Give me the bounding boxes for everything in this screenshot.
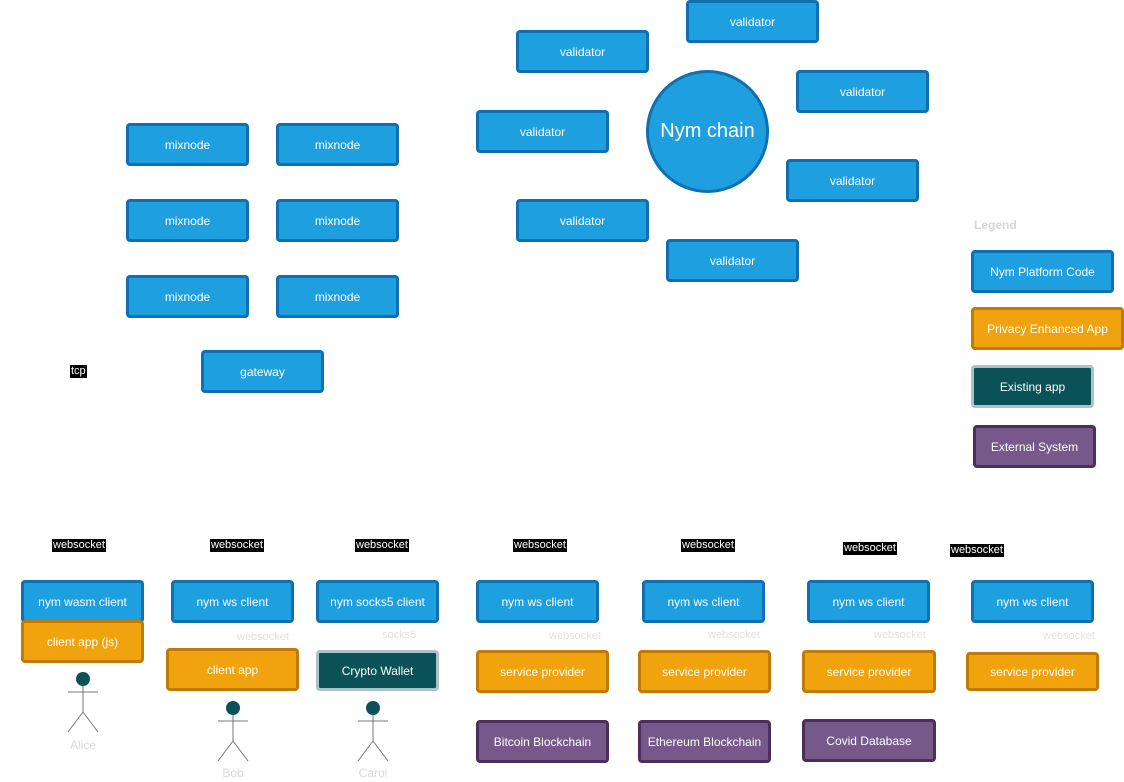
nym-wasm-client[interactable]: nym wasm client — [21, 580, 144, 623]
legend-privacy-enhanced-app: Privacy Enhanced App — [971, 307, 1124, 350]
websocket-label: websocket — [843, 542, 897, 555]
nym-socks5-client[interactable]: nym socks5 client — [316, 580, 439, 623]
validator-box[interactable]: validator — [686, 0, 819, 43]
crypto-wallet[interactable]: Crypto Wallet — [316, 650, 439, 691]
mixnode-box[interactable]: mixnode — [126, 123, 249, 166]
websocket-label: websocket — [52, 539, 106, 552]
websocket-inner-label: websocket — [549, 630, 601, 642]
actor-name-bob: Bob — [222, 766, 244, 780]
service-provider[interactable]: service provider — [476, 650, 609, 693]
client-app-js[interactable]: client app (js) — [21, 620, 144, 663]
mixnode-box[interactable]: mixnode — [126, 275, 249, 318]
websocket-label: websocket — [210, 539, 264, 552]
covid-database[interactable]: Covid Database — [802, 719, 936, 762]
mixnode-box[interactable]: mixnode — [276, 199, 399, 242]
client-app[interactable]: client app — [166, 648, 299, 691]
service-provider[interactable]: service provider — [638, 650, 771, 693]
legend-external-system: External System — [973, 425, 1096, 468]
websocket-inner-label: websocket — [874, 629, 926, 641]
nym-ws-client[interactable]: nym ws client — [476, 580, 599, 623]
nym-ws-client[interactable]: nym ws client — [171, 580, 294, 623]
actor-name-carol: Carol — [358, 766, 388, 780]
validator-box[interactable]: validator — [796, 70, 929, 113]
tcp-label: tcp — [70, 365, 87, 378]
actor-icon — [357, 701, 389, 762]
bitcoin-blockchain[interactable]: Bitcoin Blockchain — [476, 720, 609, 763]
service-provider[interactable]: service provider — [966, 652, 1099, 691]
actor-icon — [67, 672, 99, 733]
validator-box[interactable]: validator — [516, 30, 649, 73]
ethereum-blockchain[interactable]: Ethereum Blockchain — [638, 720, 771, 763]
validator-box[interactable]: validator — [666, 239, 799, 282]
nym-chain-node[interactable]: Nym chain — [646, 70, 769, 193]
websocket-label: websocket — [355, 539, 409, 552]
gateway-box[interactable]: gateway — [201, 350, 324, 393]
legend-title: Legend — [974, 218, 1017, 232]
websocket-inner-label: websocket — [708, 629, 760, 641]
websocket-label: websocket — [950, 544, 1004, 557]
mixnode-box[interactable]: mixnode — [276, 275, 399, 318]
actor-icon — [217, 701, 249, 762]
actor-name-alice: Alice — [69, 738, 96, 752]
websocket-inner-label: websocket — [1043, 630, 1095, 642]
socks5-inner-label: socks5 — [382, 629, 417, 641]
websocket-label: websocket — [513, 539, 567, 552]
legend-existing-app: Existing app — [971, 365, 1094, 408]
nym-ws-client[interactable]: nym ws client — [807, 580, 930, 623]
websocket-inner-label: websocket — [237, 631, 289, 643]
validator-box[interactable]: validator — [516, 199, 649, 242]
service-provider[interactable]: service provider — [802, 650, 936, 693]
mixnode-box[interactable]: mixnode — [276, 123, 399, 166]
legend-nym-platform-code: Nym Platform Code — [971, 250, 1114, 293]
validator-box[interactable]: validator — [786, 159, 919, 202]
nym-ws-client[interactable]: nym ws client — [971, 580, 1094, 623]
mixnode-box[interactable]: mixnode — [126, 199, 249, 242]
validator-box[interactable]: validator — [476, 110, 609, 153]
websocket-label: websocket — [681, 539, 735, 552]
nym-ws-client[interactable]: nym ws client — [642, 580, 765, 623]
